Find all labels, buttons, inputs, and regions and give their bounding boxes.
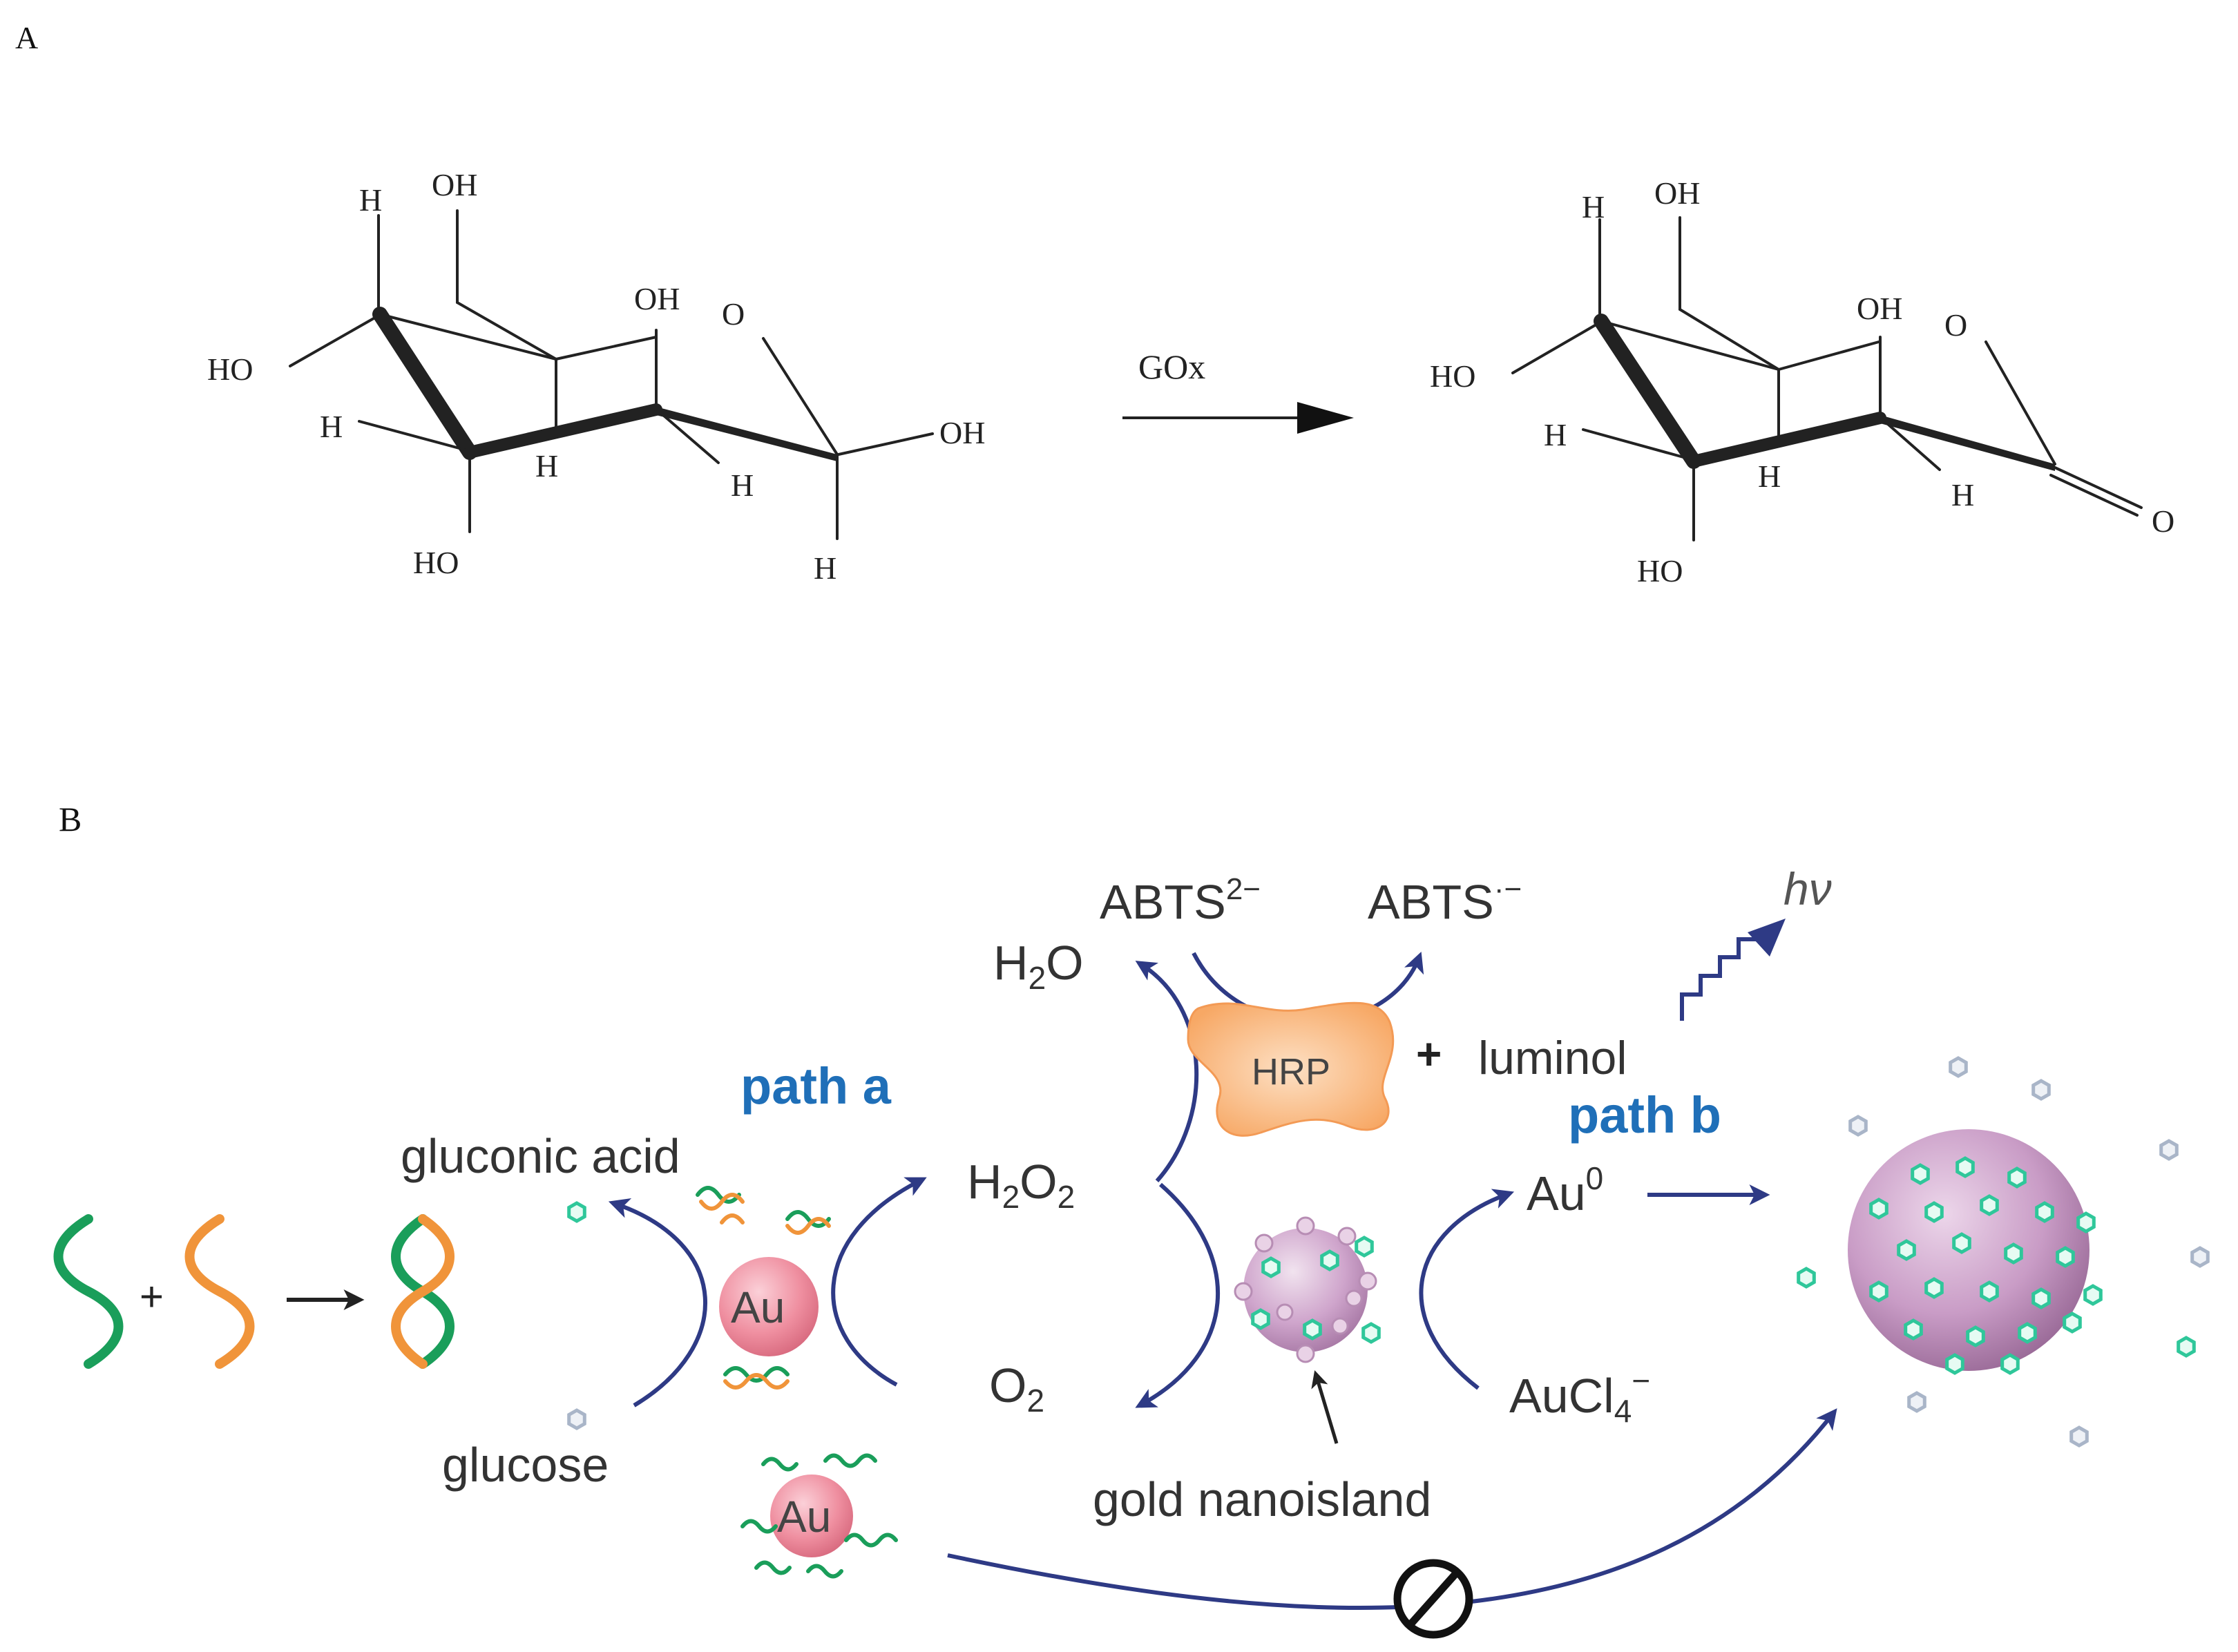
nanoisland-hexagon: [1322, 1251, 1338, 1269]
o2-label: O2: [989, 1358, 1044, 1419]
gluconolactone-label: H: [1758, 459, 1781, 494]
gluconolactone-label: OH: [1654, 175, 1700, 211]
light-emission-squiggle: [1680, 937, 1760, 1021]
glucose-structure: [289, 209, 934, 540]
abts-reduced-label: ABTS2−: [1100, 872, 1261, 929]
au-dna-label: Au: [777, 1492, 831, 1541]
path-b-label: path b: [1568, 1086, 1721, 1144]
hrp-enzyme-shape: [1187, 1001, 1395, 1137]
gluconolactone-label: H: [1582, 189, 1605, 224]
hrp-to-h2o-arrow: [1135, 961, 1199, 1182]
prohibition-icon: [1393, 1559, 1473, 1639]
luminol-label: luminol: [1478, 1032, 1627, 1084]
nanoisland-hexagon: [1364, 1324, 1379, 1342]
glucose-label: H: [535, 448, 558, 483]
gluconolactone-structure: [1511, 216, 2143, 541]
nanoisland-pointer-arrow: [1311, 1370, 1339, 1444]
glucose-label: O: [722, 296, 745, 332]
au-nanoparticle-label: Au: [731, 1283, 785, 1332]
h2o2-label: H2O2: [967, 1155, 1075, 1215]
glucose-label: OH: [634, 281, 680, 316]
gluconolactone-label: O: [1944, 307, 1967, 343]
hrp-label: HRP: [1252, 1051, 1330, 1093]
gold-nanoisland-bumps: [1234, 1216, 1377, 1363]
gluconolactone-label: HO: [1430, 358, 1475, 394]
nanoisland-hexagon: [1357, 1238, 1373, 1256]
gluconolactone-label: H: [1951, 477, 1974, 512]
dna-plus-sign: +: [140, 1274, 164, 1320]
gox-enzyme-label: GOx: [1138, 347, 1205, 386]
glucose-label: H: [359, 182, 382, 218]
panel-a-label: A: [15, 20, 38, 55]
gluconolactone-label: O: [2152, 503, 2174, 539]
glucose-atom-labels: OH H OH O HO H H H OH HO H: [207, 167, 985, 586]
nanoisland-hexagon: [1253, 1310, 1269, 1328]
o2-to-h2o2-arrow: [831, 1177, 927, 1387]
au0-label: Au0: [1527, 1160, 1603, 1220]
ssdna-strands-on-au: [740, 1453, 898, 1579]
glucose-label: H: [731, 468, 754, 503]
gluconolactone-label: HO: [1637, 553, 1683, 588]
glucose-label: HO: [413, 545, 459, 580]
plus-luminol-sign: +: [1416, 1029, 1442, 1079]
au-nanoparticle-with-dna: [770, 1475, 853, 1557]
ssdna-orange-strand: [184, 1214, 255, 1369]
gluconic-acid-label: gluconic acid: [401, 1129, 680, 1183]
aucl4-label: AuCl4−: [1509, 1363, 1650, 1429]
glucose-label: glucose: [442, 1438, 609, 1492]
nanoisland-hexagon: [1305, 1320, 1321, 1338]
glucose-label: OH: [939, 415, 985, 450]
dsdna-duplex: [391, 1214, 455, 1369]
dna-fragments-on-au: [696, 1186, 831, 1390]
h2o-label: H2O: [993, 936, 1084, 996]
gluconic-acid-hexagon: [569, 1203, 585, 1221]
h2o2-to-o2-arrow: [1135, 1182, 1221, 1408]
nanoisland-hexagon: [1263, 1258, 1279, 1276]
au-nanoparticle: [719, 1257, 819, 1356]
glucose-label: HO: [207, 352, 253, 387]
glucose-to-gluconic-acid-arrow: [608, 1198, 708, 1408]
path-a-label: path a: [740, 1057, 892, 1115]
light-emission-arrow-head: [1748, 919, 1786, 957]
gluconolactone-label: H: [1544, 417, 1567, 452]
gold-nanoisland-label: gold nanoisland: [1093, 1472, 1431, 1526]
glucose-label: H: [320, 409, 343, 444]
hv-photon-label: hν: [1783, 863, 1832, 914]
abts-oxidized-label: ABTS·−: [1368, 872, 1522, 929]
ssdna-green-strand: [53, 1214, 124, 1369]
glucose-hexagon: [569, 1410, 585, 1428]
panel-b-label: B: [59, 800, 82, 838]
gluconolactone-atom-labels: OH H OH O HO H H H O HO: [1430, 175, 2174, 588]
glucose-label: H: [814, 550, 836, 586]
gluconolactone-label: OH: [1857, 291, 1902, 326]
reaction-arrow-head: [1297, 402, 1354, 434]
aucl4-to-au0-arrow: [1419, 1189, 1515, 1390]
glucose-label: OH: [432, 167, 477, 202]
